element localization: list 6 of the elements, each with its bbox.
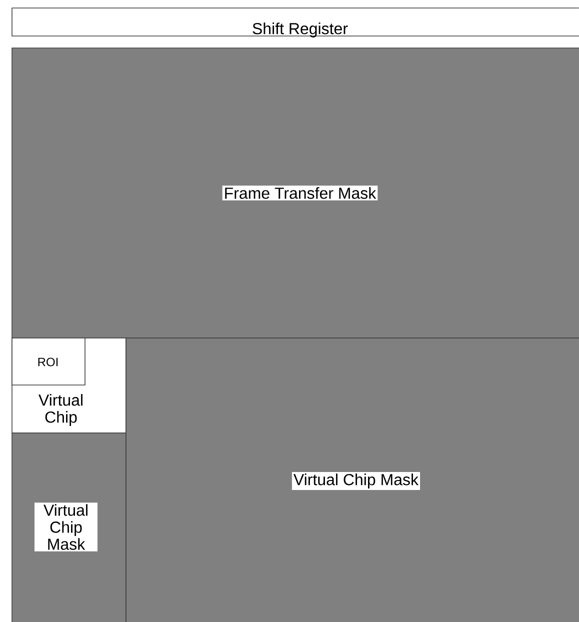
node-label: Frame Transfer Mask <box>225 187 376 199</box>
mask-region: Virtual Chip Mask <box>12 432 126 622</box>
mask-region: Frame Transfer Mask <box>12 48 579 338</box>
node-label: Virtual Chip Mask <box>44 504 88 550</box>
labeled-box: ROI <box>12 338 86 386</box>
labeled-box: Shift Register <box>12 8 579 38</box>
